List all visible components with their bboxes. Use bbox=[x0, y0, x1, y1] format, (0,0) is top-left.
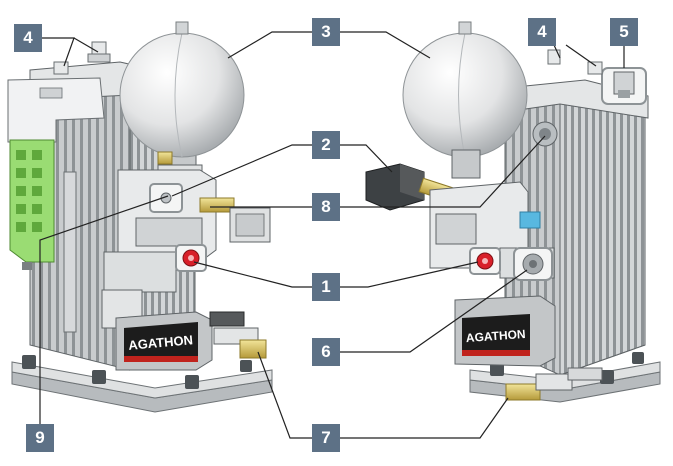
right-quick-coupling bbox=[505, 367, 603, 401]
callout-2: 2 bbox=[312, 131, 340, 159]
left-red-valve bbox=[175, 244, 207, 272]
right-solenoid bbox=[365, 163, 425, 211]
leader-4-right-b bbox=[565, 44, 597, 67]
right-accumulator-sphere bbox=[402, 21, 528, 158]
brand-label-left: AGATHON bbox=[128, 332, 194, 353]
right-sight-glass bbox=[532, 121, 558, 147]
left-valve-manifold bbox=[101, 169, 217, 329]
leader-4-right-a bbox=[553, 44, 561, 59]
right-red-valve bbox=[469, 247, 501, 275]
right-pump-block bbox=[454, 295, 556, 367]
callout-4-left: 4 bbox=[14, 24, 42, 52]
callout-3: 3 bbox=[312, 18, 340, 46]
leader-lines bbox=[39, 31, 625, 439]
left-quick-coupling bbox=[209, 311, 267, 359]
right-valve-manifold bbox=[429, 181, 555, 279]
leader-3-left bbox=[227, 31, 312, 59]
leader-1-right bbox=[340, 261, 479, 288]
left-feet bbox=[22, 355, 252, 389]
brand-label-right: AGATHON bbox=[465, 327, 526, 345]
callout-4-right: 4 bbox=[528, 18, 556, 46]
left-unit bbox=[7, 21, 273, 413]
leader-1-left bbox=[193, 261, 312, 288]
callout-9: 9 bbox=[26, 424, 54, 452]
left-pump-block bbox=[115, 311, 213, 371]
left-terminal-block bbox=[9, 139, 55, 270]
leader-2-left bbox=[171, 144, 312, 197]
left-accumulator-sphere bbox=[119, 21, 245, 158]
leader-7-left bbox=[257, 351, 312, 439]
callout-7: 7 bbox=[312, 424, 340, 452]
left-vertical-pipe bbox=[63, 171, 77, 333]
callout-6: 6 bbox=[312, 338, 340, 366]
leader-7-right bbox=[340, 397, 509, 439]
leader-4-left-b bbox=[73, 37, 99, 53]
leader-3-right bbox=[340, 31, 431, 59]
leader-2-right bbox=[340, 144, 393, 173]
right-unit bbox=[365, 21, 661, 403]
right-filler-cap bbox=[601, 67, 647, 105]
left-top-bracket bbox=[7, 77, 105, 143]
callout-1: 1 bbox=[312, 273, 340, 301]
callout-8: 8 bbox=[312, 193, 340, 221]
leader-8-right bbox=[340, 135, 546, 208]
leader-9 bbox=[39, 195, 169, 424]
right-top-fittings bbox=[547, 49, 603, 75]
right-accumulator-stem bbox=[451, 149, 481, 179]
callout-5: 5 bbox=[610, 18, 638, 46]
left-solenoid bbox=[229, 207, 271, 243]
left-base-plate bbox=[11, 361, 273, 413]
left-brass-fitting bbox=[157, 151, 235, 213]
leader-6 bbox=[340, 269, 528, 353]
